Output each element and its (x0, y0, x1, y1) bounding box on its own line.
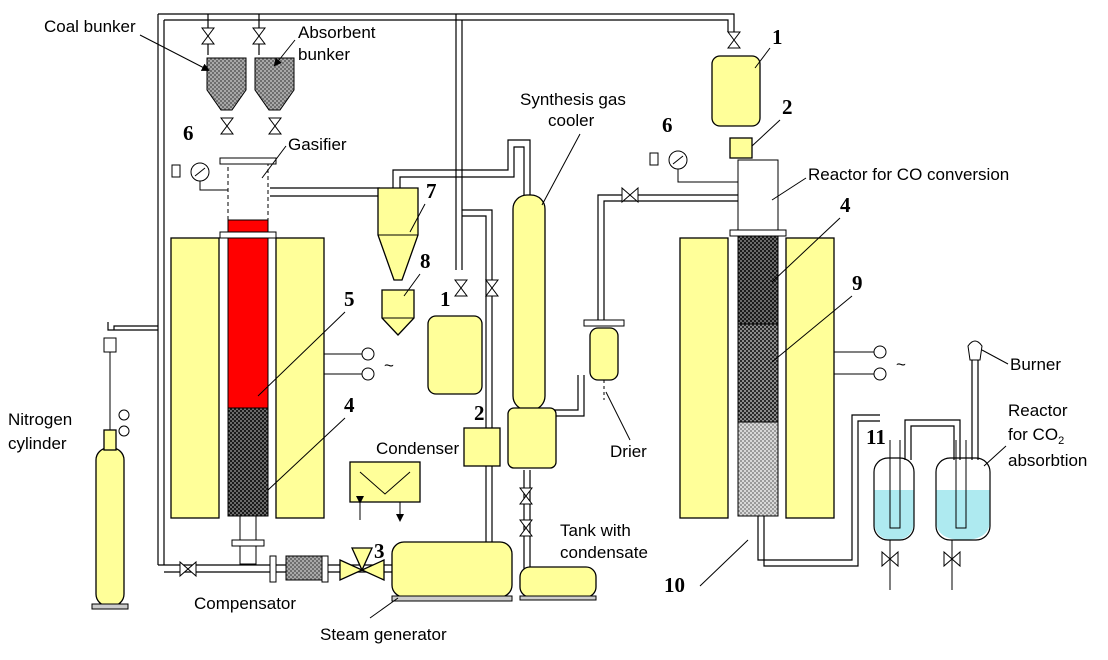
co2-subscript: 2 (1058, 435, 1064, 447)
cooler-label-line1: Synthesis gas (520, 90, 626, 109)
co2-absorption-reactor (935, 440, 991, 590)
nitrogen-label-line1: Nitrogen (8, 410, 72, 429)
drier (583, 319, 625, 400)
ac-symbol-right: ~ (896, 355, 906, 374)
absorber-11 (873, 440, 915, 590)
condensate-tank (519, 566, 597, 601)
label-2-top: 2 (782, 95, 793, 119)
label-6-right: 6 (662, 113, 673, 137)
gasifier (170, 157, 325, 565)
gasifier-label: Gasifier (288, 135, 347, 154)
label-7: 7 (426, 179, 437, 203)
bunker-valves (201, 27, 741, 135)
pressure-gauge-right (649, 150, 740, 183)
co2-reactor-label-line3: absorbtion (1008, 451, 1087, 470)
power-terminals-left (324, 347, 375, 381)
nitrogen-label-line2: cylinder (8, 434, 67, 453)
ac-symbol-left: ~ (384, 356, 394, 375)
label-10: 10 (664, 573, 685, 597)
co2-reactor-label-line1: Reactor (1008, 401, 1068, 420)
label-1-top: 1 (772, 25, 783, 49)
separator-2-mid (463, 427, 501, 467)
steam-generator (391, 541, 513, 602)
cyclone (377, 187, 419, 281)
separator-2-top (729, 137, 753, 159)
absorbent-bunker-label-line2: bunker (298, 45, 350, 64)
label-8: 8 (420, 249, 431, 273)
tank-label-line2: condensate (560, 543, 648, 562)
nitrogen-cylinder (91, 337, 130, 610)
dust-bin (381, 289, 415, 336)
drier-label: Drier (610, 442, 647, 461)
condenser (349, 461, 421, 522)
label-5: 5 (344, 287, 355, 311)
label-11: 11 (866, 425, 886, 449)
coal-bunker-label: Coal bunker (44, 17, 136, 36)
label-3: 3 (374, 539, 385, 563)
synthesis-gas-cooler (507, 194, 557, 469)
separator-1-mid (427, 315, 483, 395)
condenser-label: Condenser (376, 439, 460, 458)
compensator-bellows (269, 555, 329, 583)
co-conversion-reactor (679, 159, 835, 519)
absorbent-bunker-label-line1: Absorbent (298, 23, 376, 42)
steam-generator-label: Steam generator (320, 625, 447, 644)
co2-reactor-label-line2: for CO2 (1008, 425, 1064, 447)
coal-bunker (206, 57, 247, 111)
burner-label: Burner (1010, 355, 1061, 374)
pressure-gauge-left (171, 162, 228, 191)
absorbent-bunker (254, 57, 295, 111)
co-reactor-label: Reactor for CO conversion (808, 165, 1009, 184)
three-way-valve (339, 547, 385, 582)
burner (967, 340, 983, 361)
power-terminals-right (834, 345, 887, 381)
co2-reactor-label-for: for CO (1008, 425, 1058, 444)
piping (107, 13, 979, 573)
label-4-right: 4 (840, 193, 851, 217)
label-6-left: 6 (183, 121, 194, 145)
label-1-mid: 1 (440, 287, 451, 311)
label-4-left: 4 (344, 393, 355, 417)
label-2-mid: 2 (474, 401, 485, 425)
separator-1-top (711, 55, 761, 127)
cooler-label-line2: cooler (548, 111, 595, 130)
tank-label-line1: Tank with (560, 521, 631, 540)
compensator-label: Compensator (194, 594, 296, 613)
label-9: 9 (852, 271, 863, 295)
